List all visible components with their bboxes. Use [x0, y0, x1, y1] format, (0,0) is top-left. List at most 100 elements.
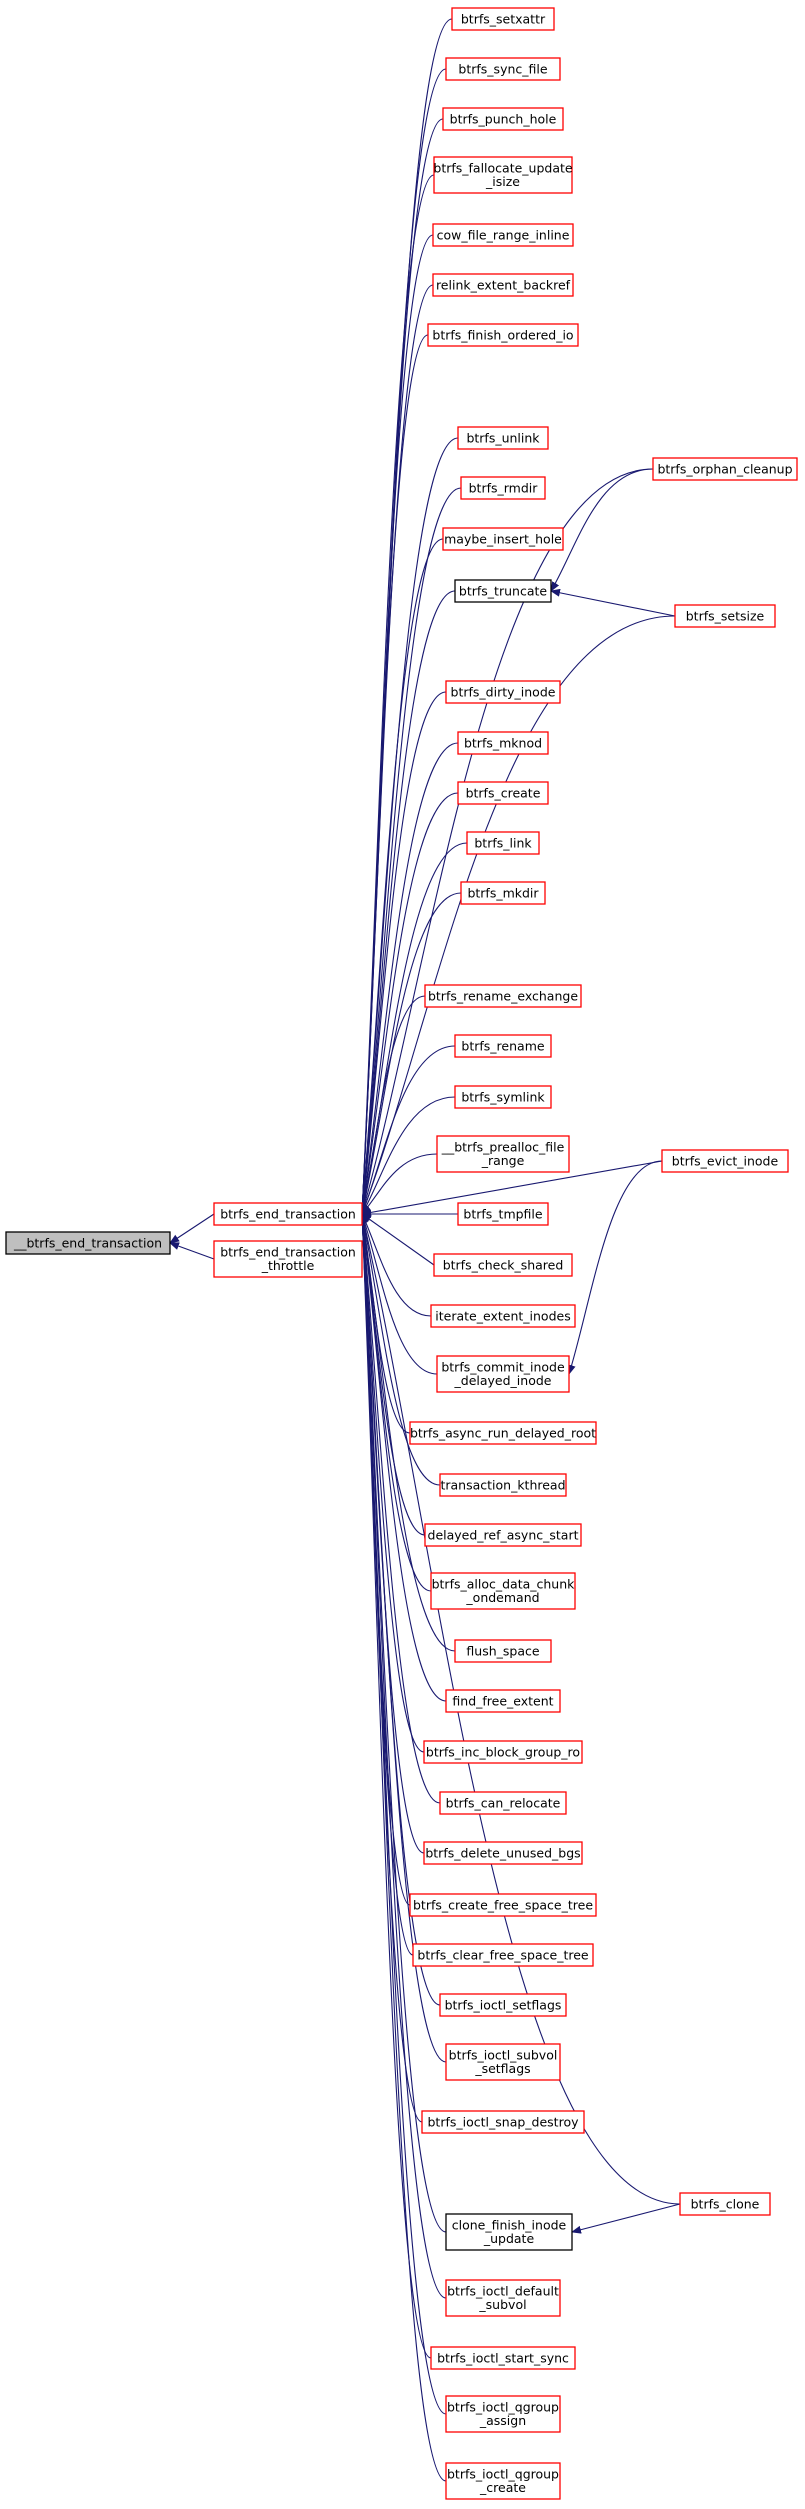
node-label: btrfs_clone	[691, 2196, 760, 2211]
node-box	[454, 1085, 552, 1109]
node-delayed_ref[interactable]: delayed_ref_async_start	[424, 1523, 582, 1547]
node-inc_bg_ro[interactable]: btrfs_inc_block_group_ro	[423, 1740, 583, 1764]
node-label: btrfs_ioctl_subvol	[449, 2048, 558, 2063]
node-clone[interactable]: btrfs_clone	[679, 2192, 771, 2216]
node-iterate[interactable]: iterate_extent_inodes	[430, 1304, 576, 1328]
node-commit_delayed[interactable]: btrfs_commit_inode_delayed_inode	[436, 1355, 570, 1393]
node-relink[interactable]: relink_extent_backref	[432, 273, 574, 297]
node-label: btrfs_finish_ordered_io	[432, 327, 573, 342]
node-label: btrfs_alloc_data_chunk	[432, 1577, 576, 1592]
node-create_fst[interactable]: btrfs_create_free_space_tree	[409, 1893, 597, 1917]
node-box	[460, 476, 546, 500]
node-prealloc[interactable]: __btrfs_prealloc_file_range	[436, 1135, 570, 1173]
node-rename[interactable]: btrfs_rename	[454, 1034, 552, 1058]
node-unlink[interactable]: btrfs_unlink	[457, 426, 549, 450]
node-box	[445, 2279, 561, 2317]
node-can_relocate[interactable]: btrfs_can_relocate	[439, 1791, 567, 1815]
edge-rmdir-to-end_tx	[358, 487, 462, 1215]
node-box	[445, 2462, 561, 2500]
node-kthread[interactable]: transaction_kthread	[439, 1473, 567, 1497]
node-tmpfile[interactable]: btrfs_tmpfile	[457, 1202, 549, 1226]
node-label: btrfs_end_transaction	[220, 1245, 356, 1260]
node-maybe_hole[interactable]: maybe_insert_hole	[442, 527, 564, 551]
edge-setsize-to-truncate	[550, 588, 676, 617]
node-box	[679, 2192, 771, 2216]
node-box	[427, 323, 579, 347]
node-delete_bgs[interactable]: btrfs_delete_unused_bgs	[423, 1841, 583, 1865]
node-label: _ondemand	[465, 1590, 539, 1605]
node-mkdir[interactable]: btrfs_mkdir	[460, 881, 546, 905]
node-ioctl_setflags[interactable]: btrfs_ioctl_setflags	[439, 1993, 567, 2017]
node-label: cow_file_range_inline	[437, 227, 570, 242]
node-qgroup_assign[interactable]: btrfs_ioctl_qgroup_assign	[445, 2395, 561, 2433]
node-label: _setflags	[474, 2061, 530, 2076]
edge-flush_space-to-end_tx	[359, 1213, 456, 1652]
node-box	[454, 1034, 552, 1058]
node-box	[409, 1893, 597, 1917]
edge-orphan_cleanup-to-truncate	[550, 468, 654, 592]
node-flush_space[interactable]: flush_space	[454, 1639, 552, 1663]
node-box	[409, 1421, 597, 1445]
node-alloc_chunk[interactable]: btrfs_alloc_data_chunk_ondemand	[430, 1572, 576, 1610]
node-label: btrfs_mknod	[464, 735, 542, 750]
node-label: btrfs_link	[474, 835, 532, 850]
nodes-layer: __btrfs_end_transaction btrfs_end_transac…	[5, 7, 798, 2500]
node-snap_destroy[interactable]: btrfs_ioctl_snap_destroy	[421, 2110, 585, 2134]
node-box	[674, 604, 776, 628]
node-finish_ordered[interactable]: btrfs_finish_ordered_io	[427, 323, 579, 347]
node-label: btrfs_create	[466, 785, 541, 800]
node-box	[5, 1231, 171, 1255]
node-link[interactable]: btrfs_link	[466, 831, 540, 855]
node-start_sync[interactable]: btrfs_ioctl_start_sync	[430, 2346, 576, 2370]
edge-start_sync-to-end_tx	[358, 1213, 432, 2359]
node-label: btrfs_ioctl_setflags	[445, 1997, 562, 2012]
node-punch_hole[interactable]: btrfs_punch_hole	[442, 107, 564, 131]
node-sync_file[interactable]: btrfs_sync_file	[445, 57, 561, 81]
node-find_free[interactable]: find_free_extent	[445, 1689, 561, 1713]
node-qgroup_create[interactable]: btrfs_ioctl_qgroup_create	[445, 2462, 561, 2500]
node-setxattr[interactable]: btrfs_setxattr	[451, 7, 555, 31]
node-box	[457, 1202, 549, 1226]
node-box	[457, 426, 549, 450]
node-label: btrfs_unlink	[466, 430, 540, 445]
node-ioctl_subvol_setflags[interactable]: btrfs_ioctl_subvol_setflags	[445, 2043, 561, 2081]
node-label: __btrfs_end_transaction	[13, 1235, 162, 1250]
node-label: delayed_ref_async_start	[428, 1527, 579, 1542]
node-evict_inode[interactable]: btrfs_evict_inode	[661, 1149, 789, 1173]
node-orphan_cleanup[interactable]: btrfs_orphan_cleanup	[652, 457, 798, 481]
node-box	[423, 1841, 583, 1865]
edge-commit_delayed-to-end_tx	[361, 1213, 438, 1375]
node-check_shared[interactable]: btrfs_check_shared	[433, 1253, 573, 1277]
node-end_tx[interactable]: btrfs_end_transaction	[213, 1202, 363, 1226]
node-clone_finish[interactable]: clone_finish_inode_update	[445, 2213, 573, 2251]
node-label: btrfs_rmdir	[469, 480, 539, 495]
node-label: btrfs_ioctl_default	[447, 2284, 559, 2299]
node-box	[439, 1791, 567, 1815]
node-box	[424, 984, 582, 1008]
node-fallocate_update[interactable]: btrfs_fallocate_update_isize	[433, 156, 573, 194]
node-mknod[interactable]: btrfs_mknod	[457, 731, 549, 755]
node-truncate[interactable]: btrfs_truncate	[454, 579, 552, 603]
node-setsize[interactable]: btrfs_setsize	[674, 604, 776, 628]
node-rename_exchange[interactable]: btrfs_rename_exchange	[424, 984, 582, 1008]
edge-can_relocate-to-end_tx	[358, 1213, 441, 1804]
node-cow_inline[interactable]: cow_file_range_inline	[432, 223, 574, 247]
node-default_subvol[interactable]: btrfs_ioctl_default_subvol	[445, 2279, 561, 2317]
node-symlink[interactable]: btrfs_symlink	[454, 1085, 552, 1109]
node-label: btrfs_symlink	[461, 1089, 545, 1104]
node-label: btrfs_can_relocate	[446, 1795, 561, 1810]
node-label: btrfs_end_transaction	[220, 1206, 356, 1221]
edge-truncate-to-end_tx	[358, 590, 456, 1215]
node-box	[430, 2346, 576, 2370]
node-clear_fst[interactable]: btrfs_clear_free_space_tree	[412, 1943, 594, 1967]
node-create[interactable]: btrfs_create	[457, 781, 549, 805]
node-box	[451, 7, 555, 31]
node-label: clone_finish_inode	[452, 2218, 567, 2233]
node-rmdir[interactable]: btrfs_rmdir	[460, 476, 546, 500]
node-end_tx_throttle[interactable]: btrfs_end_transaction_throttle	[213, 1240, 363, 1278]
node-async_delayed[interactable]: btrfs_async_run_delayed_root	[409, 1421, 597, 1445]
edge-ioctl_subvol_setflags-to-end_tx	[358, 1213, 447, 2063]
edge-clone_finish-to-end_tx	[358, 1213, 447, 2233]
node-dirty_inode[interactable]: btrfs_dirty_inode	[445, 680, 561, 704]
node-label: relink_extent_backref	[436, 277, 571, 292]
